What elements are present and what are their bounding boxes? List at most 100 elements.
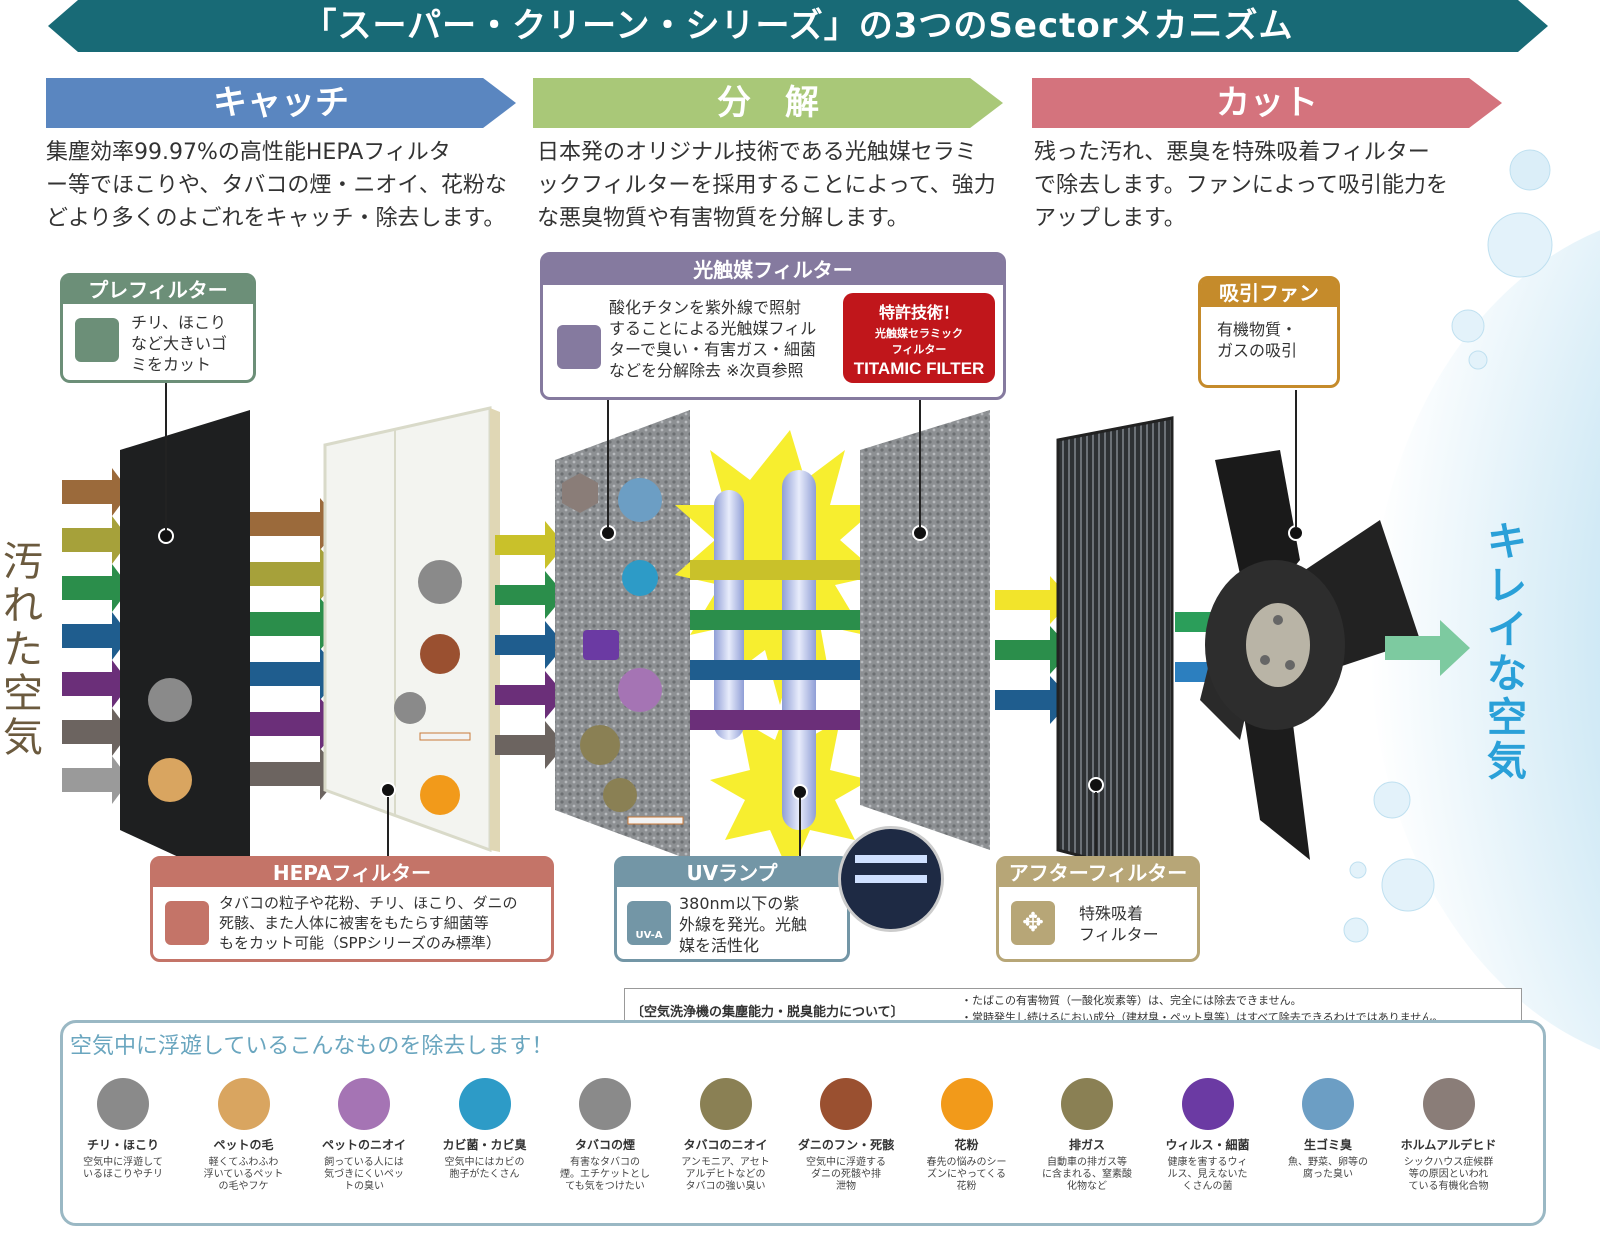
uv-lamp-tube	[782, 470, 816, 830]
item-name: ウィルス・細菌	[1165, 1138, 1250, 1152]
item-desc: 空気中にはカビの胞子がたくさん	[444, 1157, 525, 1180]
suction-fan	[1200, 450, 1420, 860]
removable-item: ダニのフン・死骸空気中に浮遊するダニの死骸や排泄物	[787, 1078, 905, 1193]
item-desc: 軽くてふわふわ浮いているペットの毛やフケ	[203, 1157, 284, 1192]
item-desc: 健康を害するウィルス、見えないたくさんの菌	[1167, 1157, 1248, 1192]
formaldehyde-icon	[1422, 1078, 1475, 1130]
panel-title: 空気中に浮遊しているこんなものを除去します！	[70, 1034, 554, 1059]
item-desc: 春先の悩みのシーズンにやってくる花粉	[926, 1157, 1007, 1192]
item-name: ペットの毛	[213, 1138, 274, 1152]
clean-air-arrow	[1385, 620, 1470, 676]
sector-header-cut: カット	[1032, 78, 1502, 128]
diffuse-arrows-icon: ✥	[1011, 901, 1055, 945]
bubble	[1349, 861, 1367, 879]
item-name: タバコの煙	[574, 1138, 635, 1152]
removable-item: カビ菌・カビ臭空気中にはカビの胞子がたくさん	[426, 1078, 544, 1181]
dirty-air-arrows	[62, 468, 130, 804]
hepa-callout: HEPAフィルター タバコの粒子や花粉、チリ、ほこり、ダニの死骸、また人体に被害…	[150, 856, 554, 962]
item-name: チリ・ほこり	[86, 1138, 159, 1152]
fine-particle-icon	[165, 901, 209, 945]
bubble	[1343, 917, 1369, 943]
item-name: ダニのフン・死骸	[797, 1138, 895, 1152]
removable-items-panel	[60, 1020, 1546, 1226]
tobacco-odor-icon	[699, 1078, 752, 1130]
after-filter-title: アフターフィルター	[999, 859, 1197, 887]
item-name: タバコのニオイ	[683, 1138, 768, 1152]
item-name: ホルムアルデヒド	[1400, 1138, 1497, 1152]
removable-item: ウィルス・細菌健康を害するウィルス、見えないたくさんの菌	[1149, 1078, 1267, 1193]
after-filter-callout: アフターフィルター ✥ 特殊吸着フィルター	[996, 856, 1200, 962]
fan-text: 有機物質・ガスの吸引	[1217, 320, 1298, 360]
uv-lamp-text: 380nm以下の紫外線を発光。光触媒を活性化	[679, 894, 808, 955]
photocatalyst-title: 光触媒フィルター	[543, 255, 1003, 285]
hexagon-filter-icon	[557, 325, 601, 369]
fan-title: 吸引ファン	[1201, 279, 1337, 307]
tobacco-smoke-icon	[579, 1078, 631, 1130]
sector-header-catch: キャッチ	[46, 78, 516, 128]
sector-header-decompose: 分 解	[533, 78, 1003, 128]
prefilter-callout: プレフィルター チリ、ほこりなど大きいゴミをカット	[60, 273, 256, 383]
removable-item: タバコのニオイアンモニア、アセトアルデヒトなどのタバコの強い臭い	[667, 1078, 785, 1193]
item-desc: 飼っている人には気づきにくいペットの臭い	[324, 1157, 404, 1192]
dirty-air-label: 汚れた空気	[3, 539, 43, 761]
hepa-title: HEPAフィルター	[153, 859, 551, 887]
sector-desc-decompose: 日本発のオリジナル技術である光触媒セラミックフィルターを採用することによって、強…	[537, 140, 996, 231]
fan-callout: 吸引ファン 有機物質・ガスの吸引	[1198, 276, 1340, 388]
mold-icon	[622, 560, 658, 596]
item-desc: 魚、野菜、卵等の腐った臭い	[1288, 1157, 1368, 1180]
after-filter	[1056, 416, 1174, 882]
cigarette-icon	[627, 816, 684, 825]
mold-icon	[458, 1078, 511, 1130]
pollen-icon	[420, 775, 460, 815]
item-name: 排ガス	[1068, 1138, 1105, 1152]
item-desc: 自動車の排ガス等に含まれる、窒素酸化物など	[1042, 1157, 1132, 1192]
sector-desc-cut: 残った汚れ、悪臭を特殊吸着フィルターで除去します。ファンによって吸引能力をアップ…	[1034, 140, 1449, 231]
patent-badge: 特許技術！ 光触媒セラミック フィルター TITAMIC FILTER	[843, 293, 995, 383]
dust-icon	[418, 560, 462, 604]
uv-a-icon: UV-A	[627, 901, 671, 945]
clean-air-label: キレイな空気	[1487, 519, 1527, 785]
prefilter-title: プレフィルター	[63, 276, 253, 304]
item-desc: 空気中に浮遊するダニの死骸や排泄物	[806, 1157, 886, 1192]
bubble	[1381, 858, 1435, 912]
garbage-odor-icon	[618, 478, 662, 522]
exhaust-icon	[1061, 1078, 1113, 1130]
clean-air-sphere	[1370, 230, 1600, 1050]
removable-item: 排ガス自動車の排ガス等に含まれる、窒素酸化物など	[1028, 1078, 1146, 1193]
pet-icon	[148, 758, 192, 802]
exhaust-icon	[580, 725, 620, 765]
hepa-filter	[323, 406, 492, 853]
removable-item: ペットのニオイ飼っている人には気づきにくいペットの臭い	[305, 1078, 423, 1193]
removable-item: ホルムアルデヒドシックハウス症候群等の原因といわれている有機化合物	[1390, 1078, 1508, 1193]
item-desc: アンモニア、アセトアルデヒトなどのタバコの強い臭い	[681, 1157, 770, 1192]
bubble	[1487, 212, 1553, 278]
sector-desc-catch: 集塵効率99.97%の高性能HEPAフィルター等でほこりや、タバコの煙・ニオイ、…	[46, 140, 507, 231]
uv-lamp-callout: UVランプ UV-A 380nm以下の紫外線を発光。光触媒を活性化	[614, 856, 850, 962]
item-desc: 空気中に浮遊しているほこりやチリ	[83, 1157, 163, 1180]
removable-item: チリ・ほこり空気中に浮遊しているほこりやチリ	[64, 1078, 182, 1181]
uv-lamp-title: UVランプ	[617, 859, 847, 887]
smoke-icon	[394, 692, 426, 724]
item-desc: シックハウス症候群等の原因といわれている有機化合物	[1403, 1157, 1494, 1192]
removable-item: 生ゴミ臭魚、野菜、卵等の腐った臭い	[1269, 1078, 1387, 1181]
after-filter-text: 特殊吸着フィルター	[1079, 904, 1159, 944]
prefilter-text: チリ、ほこりなど大きいゴミをカット	[131, 313, 228, 374]
prefilter	[120, 410, 250, 890]
pet-hair-icon	[217, 1078, 270, 1130]
item-name: 花粉	[954, 1138, 979, 1152]
pet-odor-icon	[338, 1078, 390, 1130]
particle-icons	[148, 473, 684, 825]
removable-item: 花粉春先の悩みのシーズンにやってくる花粉	[908, 1078, 1026, 1193]
mite-icon	[420, 634, 460, 674]
item-name: 生ゴミ臭	[1303, 1138, 1352, 1152]
uv-lamp-photo	[838, 826, 944, 932]
pollen-icon	[940, 1078, 993, 1130]
page-title: 「スーパー・クリーン・シリーズ」の3つのSectorメカニズム	[48, 0, 1548, 52]
tobacco-odor-icon	[603, 778, 637, 812]
photocatalyst-filter-rear	[860, 410, 990, 850]
photocatalyst-text: 酸化チタンを紫外線で照射することによる光触媒フィルターで臭い・有害ガス・細菌など…	[609, 298, 817, 380]
pet-odor-icon	[618, 668, 662, 712]
photocatalyst-callout: 光触媒フィルター 酸化チタンを紫外線で照射することによる光触媒フィルターで臭い・…	[540, 252, 1006, 400]
virus-icon	[1181, 1078, 1234, 1130]
